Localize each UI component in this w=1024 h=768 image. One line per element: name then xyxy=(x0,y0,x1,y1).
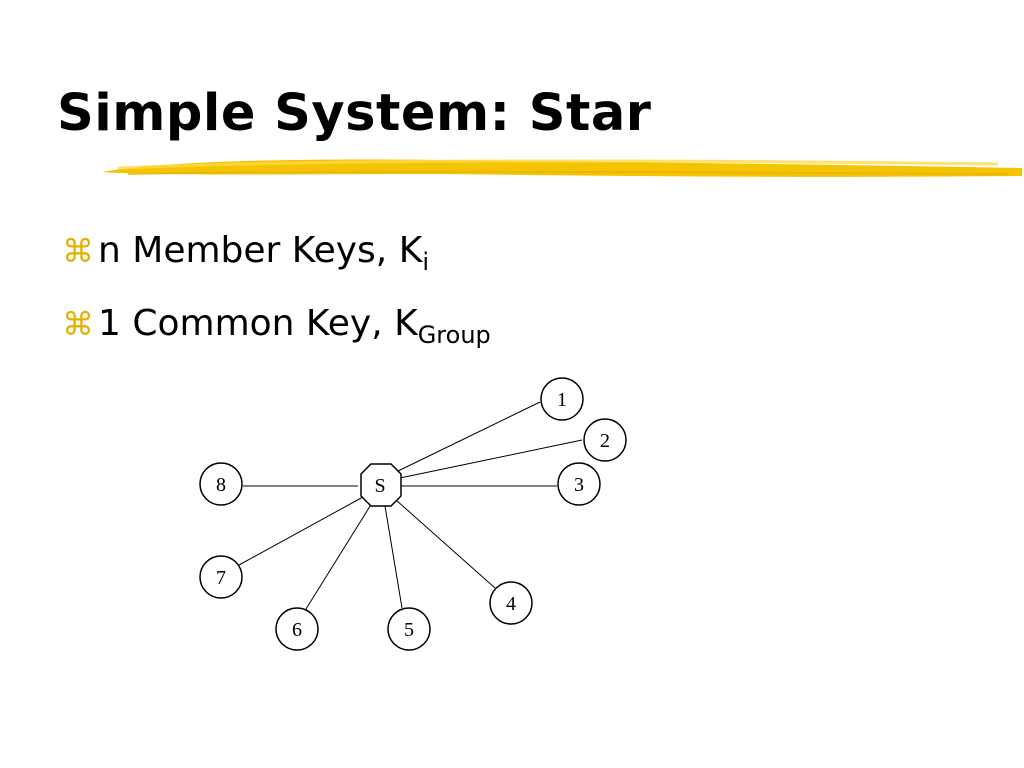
member-node-4 xyxy=(489,581,533,625)
member-label-6: 6 xyxy=(292,619,302,641)
member-node-1 xyxy=(540,377,584,421)
edge-5 xyxy=(384,505,403,609)
member-label-7: 7 xyxy=(216,567,226,589)
edge-6 xyxy=(305,502,373,610)
member-node-8 xyxy=(199,462,243,506)
bullet-text: 1 Common Key, K xyxy=(98,303,418,344)
bullet-subscript: Group xyxy=(417,321,491,349)
bullet-text: n Member Keys, K xyxy=(98,230,423,271)
member-label-1: 1 xyxy=(557,389,567,411)
title-underline-stroke xyxy=(102,159,1022,177)
edge-2 xyxy=(399,439,583,479)
command-icon: ⌘ xyxy=(62,232,94,270)
edge-4 xyxy=(395,499,496,589)
member-node-6 xyxy=(275,607,319,651)
command-icon: ⌘ xyxy=(62,305,94,343)
member-label-3: 3 xyxy=(574,474,584,496)
member-node-3 xyxy=(557,462,601,506)
center-node-s: S xyxy=(360,463,402,507)
bullet-member-keys: ⌘n Member Keys, Ki xyxy=(62,220,491,293)
member-node-5 xyxy=(387,607,431,651)
member-label-8: 8 xyxy=(216,474,226,496)
edge-1 xyxy=(395,401,541,473)
slide-title: Simple System: Star xyxy=(57,84,652,143)
member-label-4: 4 xyxy=(506,593,516,615)
member-label-2: 2 xyxy=(600,430,610,452)
bullet-common-key: ⌘1 Common Key, KGroup xyxy=(62,293,491,366)
member-node-2 xyxy=(583,418,627,462)
edge-7 xyxy=(238,496,364,566)
bullet-list: ⌘n Member Keys, Ki ⌘1 Common Key, KGroup xyxy=(62,220,491,366)
member-label-5: 5 xyxy=(404,619,414,641)
bullet-subscript: i xyxy=(422,248,429,276)
member-node-7 xyxy=(199,555,243,599)
center-node-label: S xyxy=(374,475,385,497)
